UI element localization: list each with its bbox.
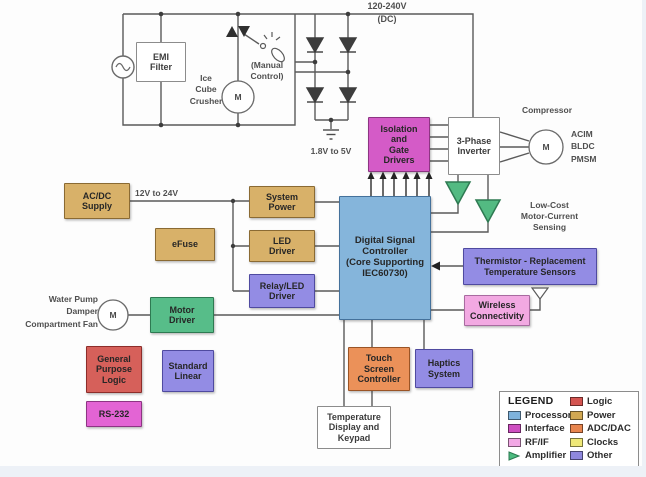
signal-arrowheads	[367, 171, 440, 271]
junction-dots	[158, 11, 351, 249]
legend-item: Processor	[508, 409, 571, 423]
wire-inverter-compressor	[499, 131, 530, 163]
efuse-block[interactable]: eFuse	[155, 228, 215, 261]
wire-gate-signals	[370, 178, 430, 196]
right-edge-band	[642, 0, 646, 477]
haptics-system-block[interactable]: Haptics System	[415, 349, 473, 388]
ice-crusher-motor-m-label: M	[234, 92, 242, 102]
wire-bridge	[314, 14, 349, 129]
wire-iso-inverter	[430, 124, 448, 162]
wire-bottom	[343, 320, 425, 406]
compressor-motor-types-label: ACIM BLDC PMSM	[571, 129, 597, 164]
legend-column-right: Logic Power ADC/DAC Clocks Other	[570, 395, 631, 463]
legend-item: Other	[570, 449, 631, 463]
system-power-block[interactable]: System Power	[249, 186, 315, 218]
motor-driver-block[interactable]: Motor Driver	[150, 297, 214, 333]
pump-motor-icon	[97, 299, 129, 331]
legend-item: RF/IF	[508, 436, 571, 450]
ice-crusher-motor-icon	[221, 80, 255, 114]
legend-swatch-interface	[508, 424, 521, 434]
manual-control-hand-icon	[259, 32, 285, 63]
wire-bridge-taps	[295, 61, 348, 73]
thermistor-arrowhead	[431, 261, 440, 271]
three-phase-inverter-block: 3-Phase Inverter	[448, 117, 500, 175]
legend-column-left: LEGEND Processor Interface RF/IF Amplifi…	[508, 395, 571, 463]
legend-item: ADC/DAC	[570, 422, 631, 436]
dsc-block[interactable]: Digital Signal Controller (Core Supporti…	[339, 196, 431, 320]
compressor-motor-icon	[528, 129, 564, 165]
legend: LEGEND Processor Interface RF/IF Amplifi…	[499, 391, 639, 467]
bottom-edge-band	[0, 466, 646, 477]
general-purpose-logic-block[interactable]: General Purpose Logic	[86, 346, 142, 393]
water-pump-label: Water Pump Damper Compartment Fan	[25, 294, 98, 329]
diode-bridge-icon	[305, 37, 358, 104]
legend-item: Clocks	[570, 436, 631, 450]
thermistor-block[interactable]: Thermistor - Replacement Temperature Sen…	[463, 248, 597, 285]
legend-item: Amplifier	[508, 449, 571, 463]
legend-swatch-rfif	[508, 437, 521, 447]
legend-swatch-processor	[508, 410, 521, 420]
ground-icon	[323, 129, 339, 140]
logic-voltage-label: 1.8V to 5V	[310, 146, 352, 156]
compressor-motor-m-label: M	[542, 142, 550, 152]
acdc-supply-block[interactable]: AC/DC Supply	[64, 183, 130, 219]
compressor-label: Compressor	[521, 105, 573, 115]
amplifier-icon-1	[444, 181, 472, 206]
rail-voltage-label: 12V to 24V	[135, 188, 178, 198]
mains-voltage-label: 120-240V	[367, 1, 407, 11]
triac-icon	[226, 26, 250, 37]
legend-title: LEGEND	[508, 395, 554, 407]
relay-led-driver-block[interactable]: Relay/LED Driver	[249, 274, 315, 308]
legend-item: Logic	[570, 395, 631, 409]
ac-source-icon	[111, 55, 135, 79]
emi-filter-block: EMI Filter	[136, 42, 186, 82]
mains-dc-label: (DC)	[377, 14, 397, 24]
pump-motor-m-label: M	[109, 310, 117, 320]
wire-drivers-dsc	[315, 201, 339, 292]
isolation-gate-drivers-block[interactable]: Isolation and Gate Drivers	[368, 117, 430, 172]
temperature-display-keypad-block: Temperature Display and Keypad	[317, 406, 391, 449]
amplifier-icon-2	[474, 199, 502, 224]
manual-control-label: (Manual Control)	[250, 60, 284, 82]
legend-item: Power	[570, 409, 631, 423]
legend-swatch-logic	[570, 397, 583, 407]
legend-swatch-adcdac	[570, 424, 583, 434]
legend-item: Interface	[508, 422, 571, 436]
wire-amp2	[431, 175, 489, 233]
led-driver-block[interactable]: LED Driver	[249, 230, 315, 262]
touch-screen-controller-block[interactable]: Touch Screen Controller	[348, 347, 410, 391]
ice-cube-crusher-label: Ice Cube Crusher	[189, 73, 223, 106]
current-sensing-label: Low-Cost Motor-Current Sensing	[520, 200, 579, 233]
legend-swatch-amplifier-triangle	[508, 451, 521, 461]
rs232-block[interactable]: RS-232	[86, 401, 142, 427]
legend-swatch-clocks	[570, 437, 583, 447]
legend-swatch-power	[570, 410, 583, 420]
wire-wireless	[431, 299, 541, 311]
antenna-icon	[530, 287, 550, 301]
legend-swatch-other	[570, 451, 583, 461]
wire-gate-lead	[243, 33, 260, 45]
wireless-connectivity-block[interactable]: Wireless Connectivity	[464, 295, 530, 326]
standard-linear-block[interactable]: Standard Linear	[162, 350, 214, 392]
